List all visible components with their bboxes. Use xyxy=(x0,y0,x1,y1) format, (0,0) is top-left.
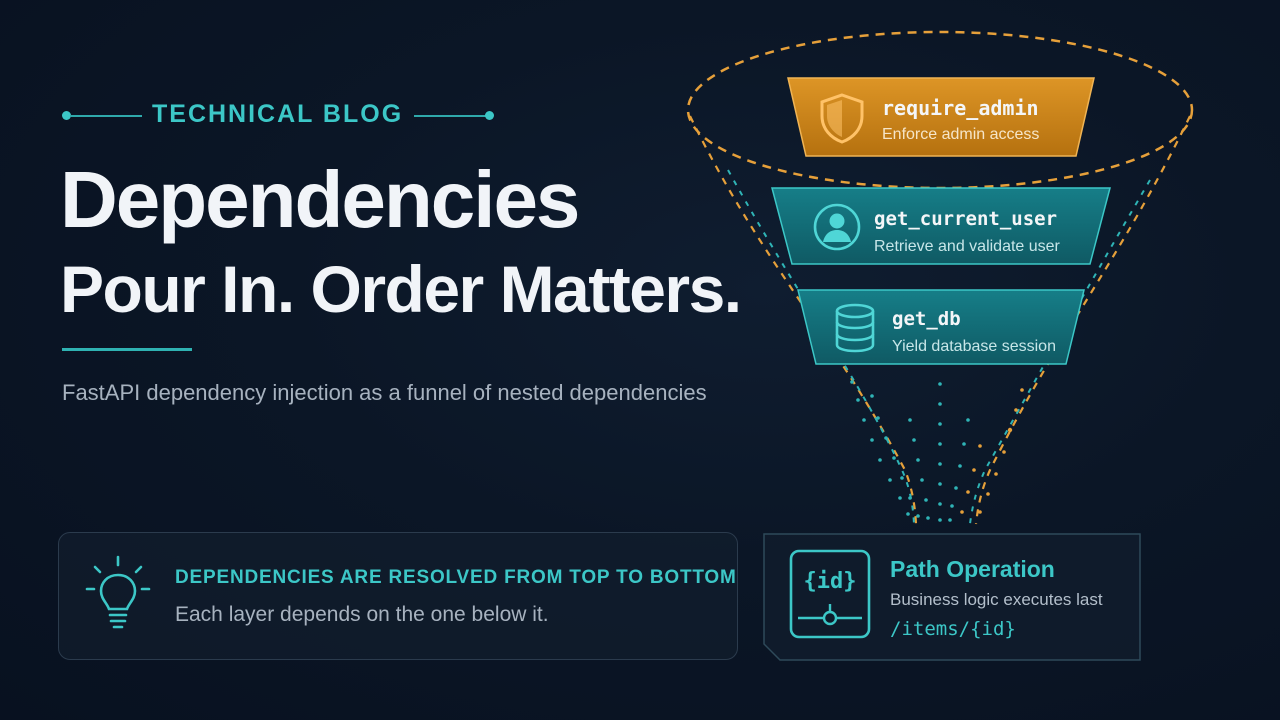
layer-description: Enforce admin access xyxy=(882,126,1040,143)
eyebrow-label: TECHNICAL BLOG xyxy=(152,100,404,128)
eyebrow: TECHNICAL BLOG xyxy=(62,96,494,136)
layer-get-db: get_db Yield database session xyxy=(798,288,1084,366)
title-divider xyxy=(62,348,192,351)
funnel-left-wall xyxy=(689,115,918,525)
layer-name: get_db xyxy=(892,308,961,330)
path-operation-description: Business logic executes last xyxy=(890,590,1103,609)
path-card-shape xyxy=(763,533,1141,661)
page-title-line-1: Dependencies xyxy=(60,155,580,244)
teal-stream-left xyxy=(727,169,915,525)
layer-description: Yield database session xyxy=(892,338,1056,355)
eyebrow-line-right xyxy=(414,115,486,117)
resolution-note-card: DEPENDENCIES ARE RESOLVED FROM TOP TO BO… xyxy=(58,532,738,660)
falling-particles-orange xyxy=(960,388,1024,514)
eyebrow-line-left xyxy=(70,115,142,117)
funnel-right-wall xyxy=(974,115,1191,525)
path-operation-route: /items/{id} xyxy=(890,618,1016,640)
layer-description: Retrieve and validate user xyxy=(874,238,1060,255)
path-operation-title: Path Operation xyxy=(890,556,1055,582)
layer-admin-shape xyxy=(787,77,1095,157)
page-subtitle: FastAPI dependency injection as a funnel… xyxy=(62,380,707,405)
user-icon xyxy=(813,203,861,251)
note-text: Each layer depends on the one below it. xyxy=(175,603,549,626)
falling-particles xyxy=(850,380,970,522)
page-title-line-2: Pour In. Order Matters. xyxy=(60,252,742,326)
endpoint-icon: {id} xyxy=(789,549,871,639)
eyebrow-dot-left xyxy=(62,111,71,120)
layer-require-admin: require_admin Enforce admin access xyxy=(788,76,1094,158)
layer-name: require_admin xyxy=(882,96,1039,120)
teal-stream-right xyxy=(969,179,1151,525)
shield-icon xyxy=(820,93,864,144)
layer-get-current-user: get_current_user Retrieve and validate u… xyxy=(772,186,1110,266)
path-operation-card: {id} Path Operation Business logic execu… xyxy=(762,532,1142,660)
eyebrow-dot-right xyxy=(485,111,494,120)
note-title: DEPENDENCIES ARE RESOLVED FROM TOP TO BO… xyxy=(175,567,737,588)
endpoint-icon-label: {id} xyxy=(804,569,857,594)
layer-name: get_current_user xyxy=(874,208,1058,230)
lightbulb-icon xyxy=(85,555,151,629)
database-icon xyxy=(835,303,875,353)
layer-user-shape xyxy=(771,187,1111,265)
